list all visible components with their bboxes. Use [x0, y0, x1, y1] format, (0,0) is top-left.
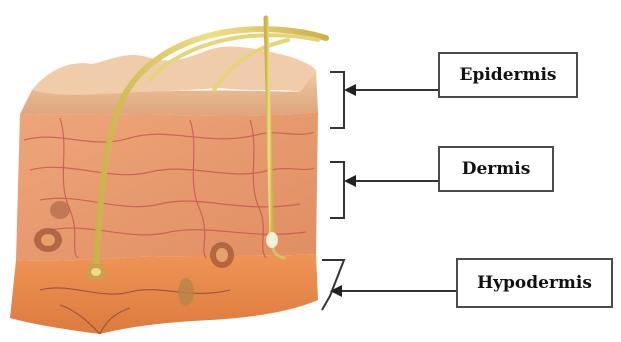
hypodermis-arrowhead [330, 285, 342, 297]
epidermis-surface [32, 47, 316, 96]
pointers [322, 72, 456, 310]
epidermis-bracket [330, 72, 344, 128]
dermis-bracket [330, 162, 344, 218]
hypodermis-bracket [322, 260, 344, 310]
skin-block [10, 18, 326, 334]
dermis-label: Dermis [438, 146, 554, 192]
hypodermis-label: Hypodermis [456, 258, 613, 308]
hypodermis-layer [10, 254, 318, 334]
epidermis-label: Epidermis [438, 52, 578, 98]
epidermis-arrowhead [344, 84, 356, 96]
dermis-arrowhead [344, 175, 356, 187]
